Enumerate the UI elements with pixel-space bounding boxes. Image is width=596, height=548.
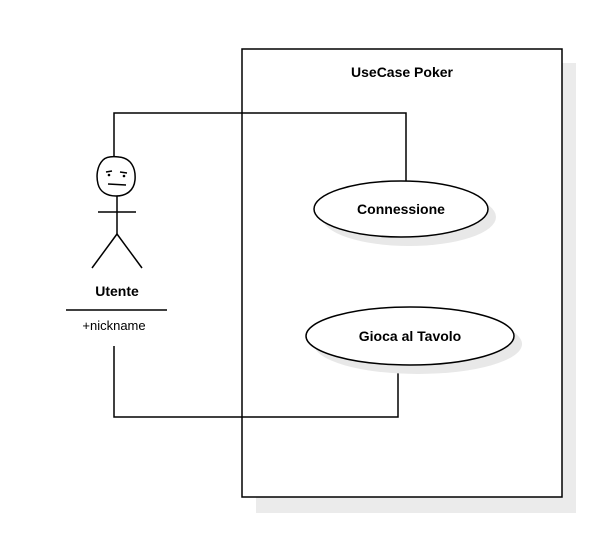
use-case-label: Connessione	[357, 201, 445, 217]
use-case-ellipse	[305, 306, 515, 366]
association-line-gioca-al-tavolo[interactable]	[113, 346, 399, 418]
actor-name: Utente	[95, 283, 139, 299]
actor-head-icon	[96, 155, 136, 197]
use-case-gioca-al-tavolo[interactable]: Gioca al Tavolo	[305, 306, 522, 374]
actor-left-leg	[91, 233, 118, 269]
actor-attribute: +nickname	[82, 318, 145, 333]
use-case-ellipse	[313, 180, 489, 238]
use-case-connessione[interactable]: Connessione	[313, 180, 496, 246]
actor-utente[interactable]: Utente +nickname	[66, 155, 167, 333]
system-title: UseCase Poker	[351, 64, 454, 80]
system-boundary[interactable]	[241, 48, 563, 498]
use-case-label: Gioca al Tavolo	[359, 328, 461, 344]
association-line-connessione[interactable]	[113, 112, 407, 183]
actor-right-leg	[116, 233, 143, 269]
